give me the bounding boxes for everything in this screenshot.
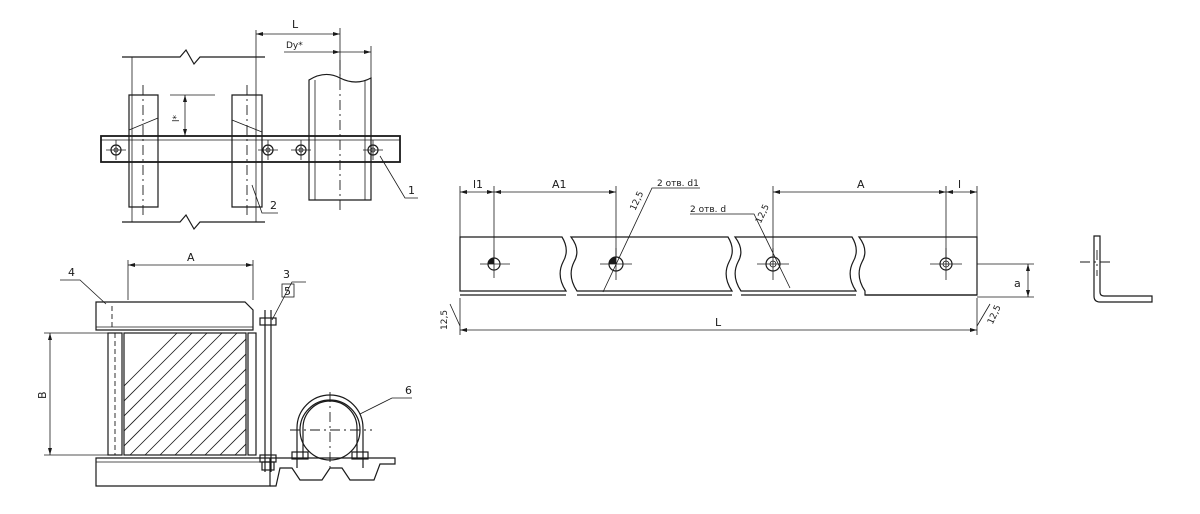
strip-weld-4: 12,5 <box>986 304 1004 326</box>
strip-hole-note-2: 2 отв. d <box>690 205 726 215</box>
section-leader-4: 4 <box>68 266 75 279</box>
plan-dim-L: L <box>292 18 299 31</box>
strip-dim-l: l <box>958 178 961 191</box>
section-leader-3: 3 <box>283 268 290 281</box>
section-leader-6: 6 <box>405 384 412 397</box>
strip-dim-A1: A1 <box>552 178 567 191</box>
section-view: A B 4 3 5 6 <box>36 251 412 487</box>
section-leader-3-box: 5 <box>284 285 291 298</box>
strip-view: l1 A1 A l 2 отв. d1 2 отв. d 12,5 12,5 1… <box>440 178 1034 335</box>
plan-dim-star: l* <box>172 114 182 122</box>
section-dim-A: A <box>187 251 195 264</box>
plan-view: L Dy* l* 1 2 <box>100 18 418 231</box>
strip-weld-2: 12,5 <box>754 203 772 225</box>
strip-weld-3: 12,5 <box>440 310 450 330</box>
strip-dim-a: a <box>1014 277 1021 290</box>
strip-dim-l1: l1 <box>473 178 483 191</box>
plan-bolt-3 <box>291 140 311 160</box>
plan-dim-dy: Dy* <box>286 41 303 51</box>
plan-leader-1: 1 <box>408 184 415 197</box>
plan-leader-2: 2 <box>270 199 277 212</box>
strip-weld-1: 12,5 <box>629 190 647 212</box>
strip-hole-1 <box>480 250 510 278</box>
plan-bolt-1 <box>106 140 126 160</box>
strip-hole-note-1: 2 отв. d1 <box>657 179 699 189</box>
strip-dim-A: A <box>857 178 865 191</box>
plan-bolt-2 <box>258 140 278 160</box>
strip-dim-L: L <box>715 316 722 329</box>
section-dim-B: B <box>36 391 49 399</box>
plan-bolt-4 <box>363 140 383 160</box>
angle-section-view <box>1080 235 1153 303</box>
